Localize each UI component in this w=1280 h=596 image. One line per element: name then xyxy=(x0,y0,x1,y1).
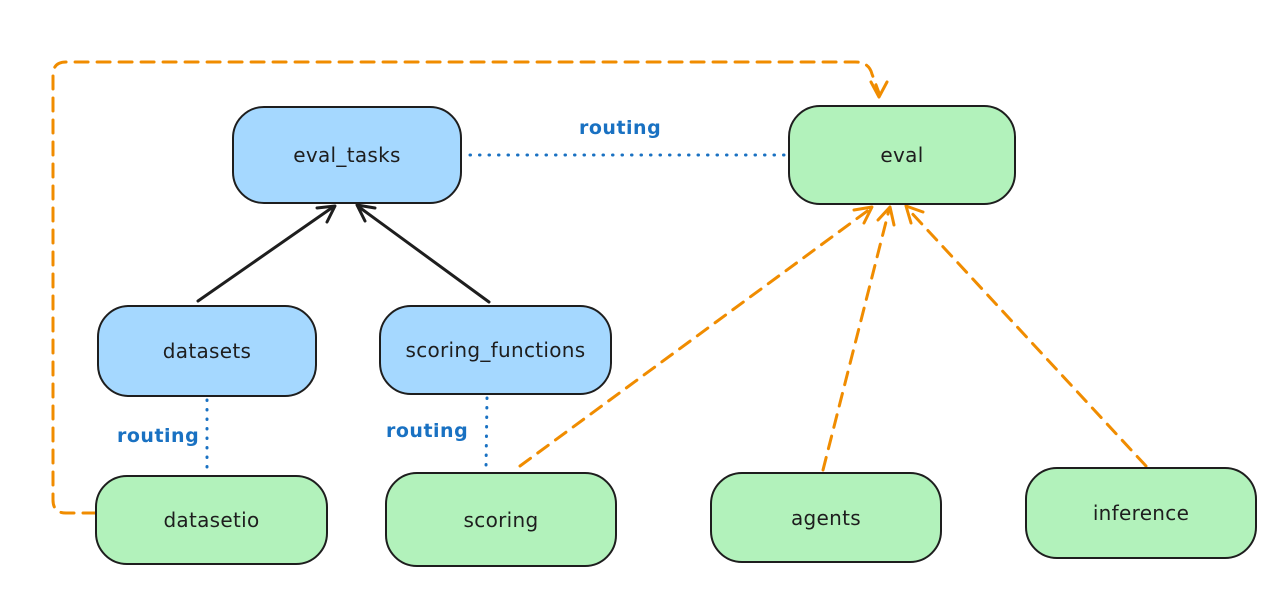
edge-scoring-functions-to-eval-tasks xyxy=(355,203,491,304)
node-scoring-functions-label: scoring_functions xyxy=(405,338,586,362)
routing-label-scoring-functions-scoring: routing xyxy=(386,420,469,442)
node-agents[interactable]: agents xyxy=(710,472,942,563)
node-datasets-label: datasets xyxy=(162,339,252,363)
node-datasetio-label: datasetio xyxy=(163,508,260,532)
node-datasetio[interactable]: datasetio xyxy=(95,475,328,565)
node-eval-tasks[interactable]: eval_tasks xyxy=(232,106,462,204)
edge-scoring-functions-to-scoring-routing xyxy=(484,396,489,470)
node-scoring-label: scoring xyxy=(463,507,539,532)
edge-inference-to-eval xyxy=(904,204,1148,468)
node-scoring-functions[interactable]: scoring_functions xyxy=(379,305,612,395)
node-eval[interactable]: eval xyxy=(788,105,1016,205)
node-eval-label: eval xyxy=(880,143,924,167)
edge-datasets-to-eval-tasks xyxy=(196,204,337,303)
routing-label-eval-tasks-eval: routing xyxy=(579,117,662,139)
edge-agents-to-eval xyxy=(821,205,896,472)
node-datasets[interactable]: datasets xyxy=(97,305,317,397)
node-agents-label: agents xyxy=(791,505,861,530)
node-inference[interactable]: inference xyxy=(1025,467,1257,559)
node-scoring[interactable]: scoring xyxy=(385,472,617,567)
node-inference-label: inference xyxy=(1092,501,1190,525)
node-eval-tasks-label: eval_tasks xyxy=(293,143,401,167)
routing-label-datasets-datasetio: routing xyxy=(117,425,200,447)
